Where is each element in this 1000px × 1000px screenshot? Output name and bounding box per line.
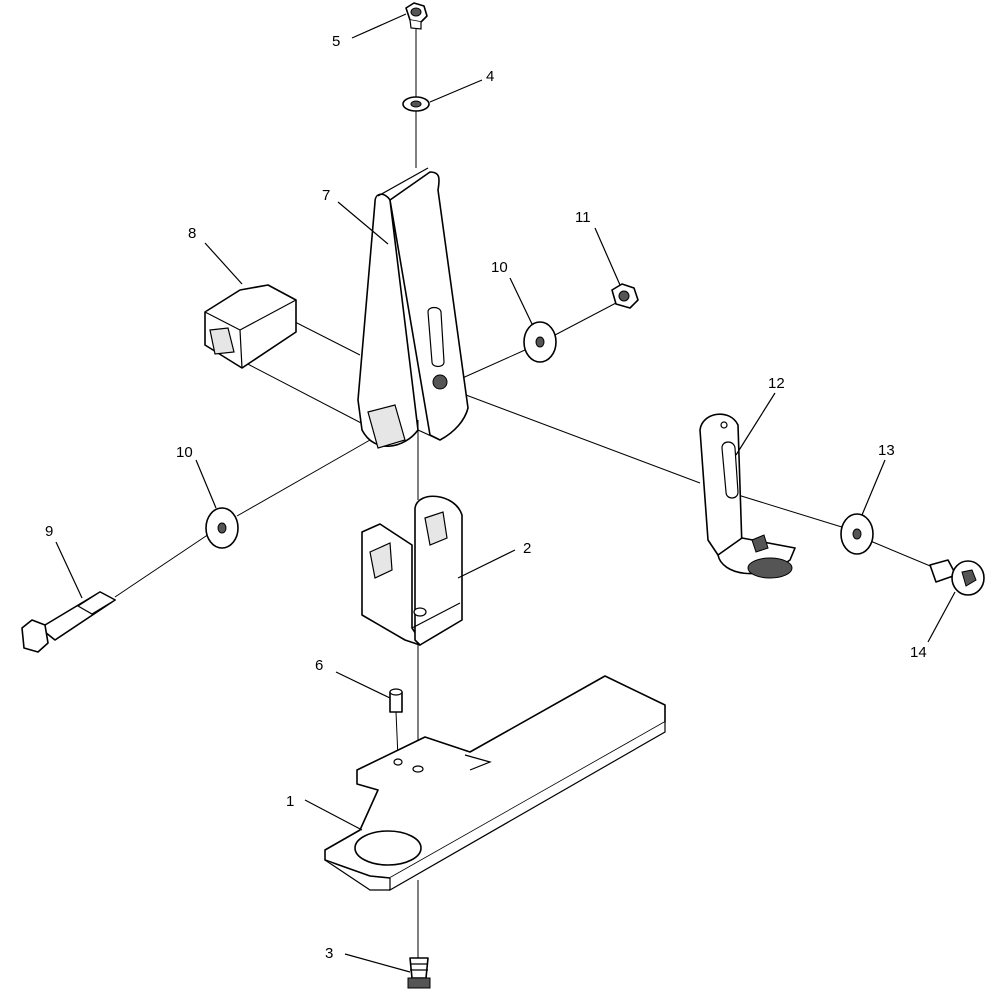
u-bracket-part-2 — [361, 495, 463, 646]
callout-9: 9 — [45, 523, 83, 599]
pin-part-6 — [389, 688, 403, 713]
callout-label-6: 6 — [315, 657, 323, 674]
callout-14: 14 — [910, 591, 956, 661]
cap-screw-part-14 — [929, 559, 985, 596]
callout-12: 12 — [735, 375, 785, 456]
callout-8: 8 — [188, 225, 243, 285]
callout-label-3: 3 — [325, 945, 333, 962]
bottom-bolt-part-3 — [407, 957, 431, 989]
callout-10-upper: 10 — [491, 259, 533, 325]
callout-label-2: 2 — [523, 540, 531, 557]
washer-part-10-lower — [205, 507, 239, 549]
callout-label-14: 14 — [910, 644, 927, 661]
callout-label-1: 1 — [286, 793, 294, 810]
callout-label-11: 11 — [575, 209, 591, 226]
callout-label-7: 7 — [322, 187, 330, 204]
washer-part-10-upper — [523, 321, 557, 363]
hex-nut-part-11 — [611, 283, 639, 309]
callout-label-10-upper: 10 — [491, 259, 508, 276]
callout-2: 2 — [457, 540, 531, 579]
callout-label-8: 8 — [188, 225, 196, 242]
callout-label-12: 12 — [768, 375, 785, 392]
callout-13: 13 — [861, 442, 895, 516]
callout-3: 3 — [325, 945, 411, 973]
long-bolt-part-9 — [21, 591, 117, 653]
washer-part-4 — [402, 96, 430, 112]
callout-10-lower: 10 — [176, 444, 217, 509]
l-bracket-part-12 — [699, 413, 796, 579]
callout-4: 4 — [429, 68, 494, 103]
callout-label-5: 5 — [332, 33, 340, 50]
callout-label-4: 4 — [486, 68, 494, 85]
square-cap-part-8 — [204, 284, 297, 369]
washer-part-13 — [840, 513, 874, 555]
assembly-axis-lines — [114, 22, 936, 965]
callout-6: 6 — [315, 657, 391, 699]
callout-label-9: 9 — [45, 523, 53, 540]
hex-nut-part-5 — [405, 2, 428, 30]
callout-label-10-lower: 10 — [176, 444, 193, 461]
callout-1: 1 — [286, 793, 363, 831]
vertical-arm-part-7 — [357, 167, 469, 449]
callout-7: 7 — [322, 187, 389, 245]
callout-5: 5 — [332, 13, 407, 50]
callout-11: 11 — [575, 209, 621, 286]
base-plate-part-1 — [324, 675, 666, 892]
callout-label-13: 13 — [878, 442, 895, 459]
